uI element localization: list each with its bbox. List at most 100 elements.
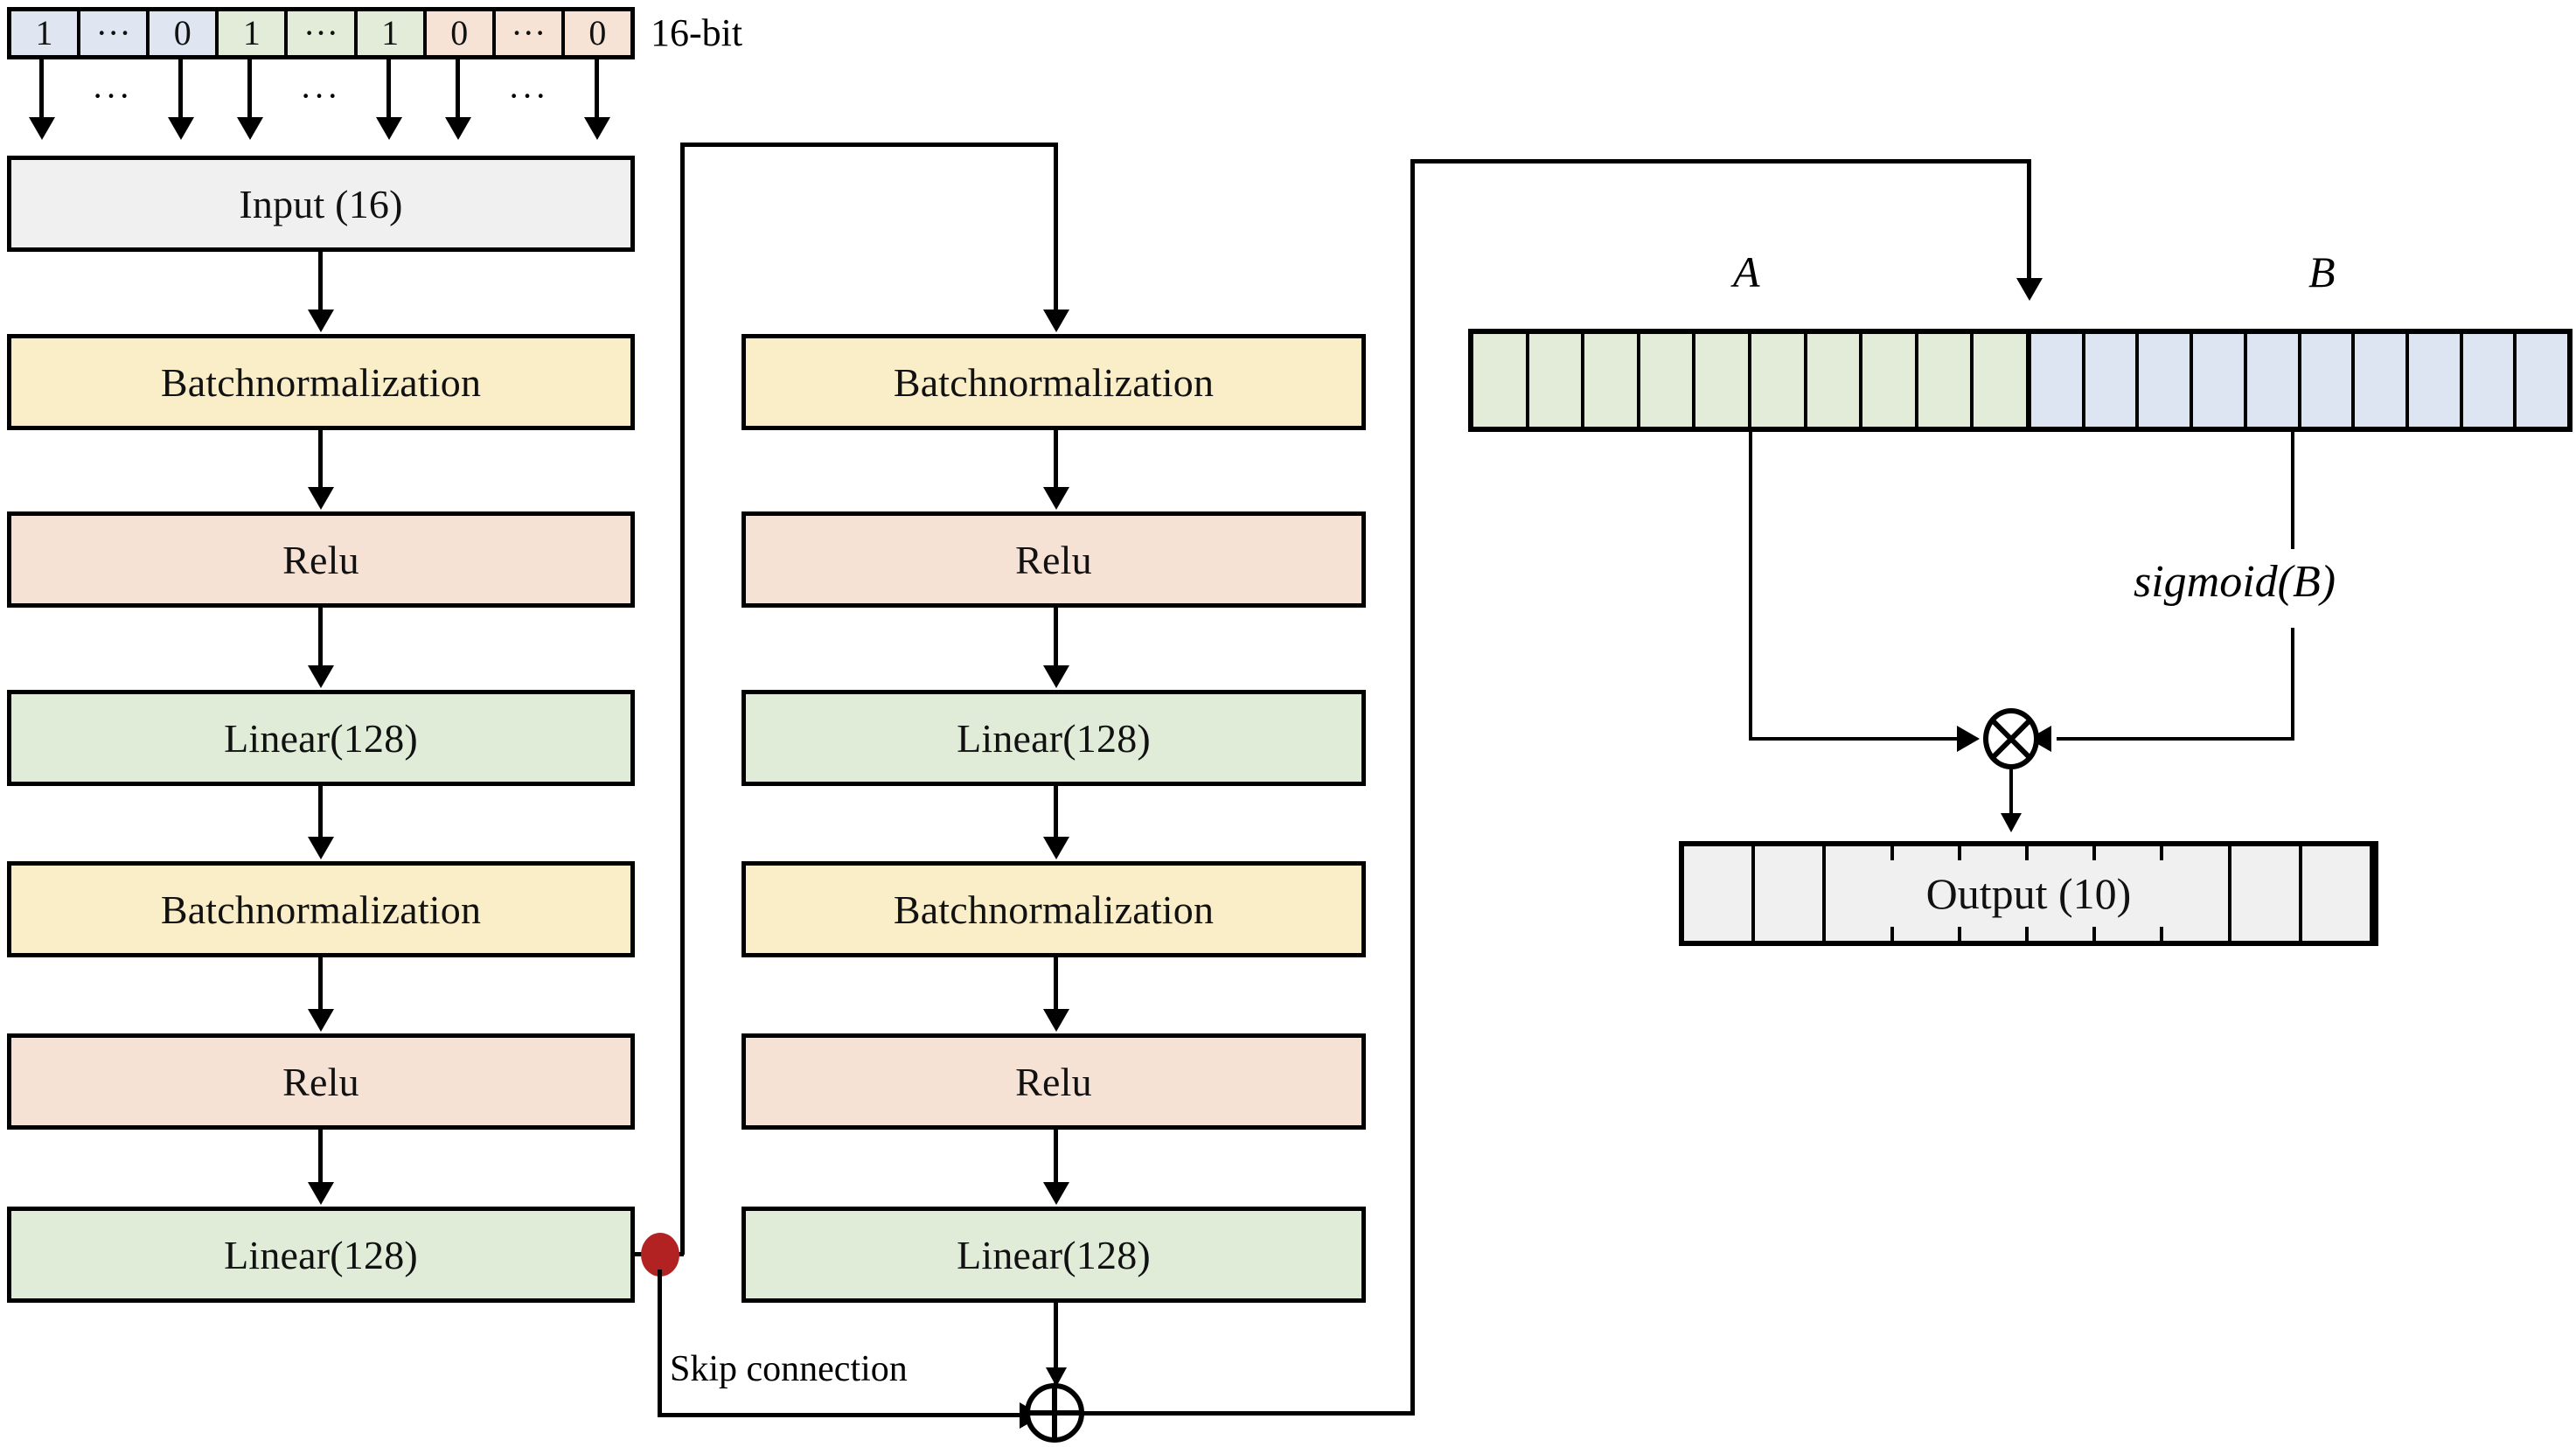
flow-arrow-head <box>308 310 334 332</box>
gate-vector-b <box>2026 329 2573 432</box>
b-branch-horizontal <box>2057 737 2294 741</box>
bit-arrow-head <box>29 117 55 140</box>
output-cell <box>2231 846 2303 941</box>
vector-cell-b <box>2301 334 2356 427</box>
vector-cell-b <box>2462 334 2517 427</box>
bit-arrow-line <box>386 59 391 122</box>
bit-cell: ··· <box>288 11 358 55</box>
skip-connection-label: Skip connection <box>670 1349 908 1389</box>
block-batchnorm-m1: Batchnormalization <box>741 334 1366 430</box>
vector-cell-a <box>1528 334 1585 427</box>
a-branch-line <box>1749 432 1752 740</box>
flow-arrow-head <box>308 665 334 688</box>
bit-arrow-line <box>178 59 183 122</box>
vector-cell-a <box>1751 334 1807 427</box>
plus-vertical-bar <box>1052 1388 1057 1437</box>
block-relu-l2: Relu <box>7 1033 635 1130</box>
b-branch-line-lower <box>2291 628 2294 740</box>
output-cell <box>2027 846 2096 941</box>
block-relu-l1: Relu <box>7 511 635 608</box>
block-linear128-l1: Linear(128) <box>7 690 635 786</box>
bit-input-strip: 1 ··· 0 1 ··· 1 0 ··· 0 <box>7 7 635 59</box>
flow-arrow-head <box>308 837 334 859</box>
output-cell <box>1755 846 1826 941</box>
block-relu-m2: Relu <box>741 1033 1366 1130</box>
gate-route-vertical <box>1410 159 1415 1416</box>
flow-arrow-head <box>308 487 334 510</box>
flow-arrow-line <box>318 608 323 667</box>
block-input-16: Input (16) <box>7 156 635 252</box>
bit-cell: 1 <box>357 11 427 55</box>
flow-arrow-line <box>318 430 323 490</box>
skip-line-horizontal <box>658 1413 1041 1417</box>
vector-cell-b <box>2139 334 2194 427</box>
gate-route-horizontal <box>1083 1411 1415 1416</box>
vector-cell-b <box>2355 334 2409 427</box>
flow-arrow-head <box>1046 1367 1067 1387</box>
b-branch-line-upper <box>2291 432 2294 549</box>
flow-arrow-line <box>318 957 323 1012</box>
vector-cell-a <box>1974 334 2026 427</box>
bit-cell: ··· <box>495 11 565 55</box>
flow-arrow-line <box>318 252 323 313</box>
block-linear128-l2: Linear(128) <box>7 1207 635 1303</box>
gate-route-into-vector <box>2027 159 2031 282</box>
output-cell <box>1684 846 1755 941</box>
block-batchnorm-l2: Batchnormalization <box>7 861 635 957</box>
bit-arrow-ellipsis: ··· <box>508 76 548 115</box>
gate-route-arrow-head <box>2016 278 2043 301</box>
output-route-line <box>2009 769 2013 829</box>
flow-arrow-head <box>308 1182 334 1205</box>
vector-cell-a <box>1695 334 1751 427</box>
vector-cell-a <box>1640 334 1696 427</box>
flow-arrow-line <box>318 786 323 838</box>
sigmoid-label: sigmoid(B) <box>2134 557 2336 607</box>
flow-arrow-head <box>1043 837 1069 859</box>
branch-arrow-head <box>1043 310 1069 332</box>
output-cell <box>1826 846 1895 941</box>
block-batchnorm-m2: Batchnormalization <box>741 861 1366 957</box>
vector-cell-a <box>1918 334 1974 427</box>
bit-arrow-ellipsis: ··· <box>300 76 340 115</box>
output-cell <box>2094 846 2163 941</box>
flow-arrow-head <box>1043 665 1069 688</box>
flow-arrow-head <box>1043 487 1069 510</box>
vector-cell-a <box>1584 334 1640 427</box>
skip-junction-dot <box>641 1233 679 1277</box>
multiply-operator <box>1983 708 2039 769</box>
output-cell <box>1892 846 1961 941</box>
bit-arrow-ellipsis: ··· <box>92 76 132 115</box>
bit-arrow-head <box>584 117 610 140</box>
flow-arrow-line <box>1054 430 1058 490</box>
vector-cell-a <box>1807 334 1863 427</box>
block-batchnorm-l1: Batchnormalization <box>7 334 635 430</box>
output-cell <box>2302 846 2373 941</box>
output-strip: Output (10) <box>1679 841 2378 946</box>
bit-arrow-line <box>39 59 44 122</box>
flow-arrow-line <box>1054 957 1058 1012</box>
bit-cell: 0 <box>150 11 219 55</box>
block-relu-m1: Relu <box>741 511 1366 608</box>
skip-line-vertical <box>658 1270 662 1416</box>
bit-arrow-head <box>376 117 402 140</box>
bit-cell: 1 <box>11 11 81 55</box>
block-linear128-m2: Linear(128) <box>741 1207 1366 1303</box>
vector-cell-a <box>1473 334 1529 427</box>
bit-cell: 0 <box>426 11 496 55</box>
flow-arrow-head <box>308 1009 334 1032</box>
gate-vector-a <box>1468 329 2031 432</box>
flow-arrow-line <box>1054 1130 1058 1184</box>
bit-arrow-head <box>445 117 471 140</box>
bit-width-label: 16-bit <box>651 11 743 54</box>
vector-cell-b <box>2246 334 2301 427</box>
flow-arrow-line <box>318 1130 323 1184</box>
a-branch-horizontal <box>1749 737 1973 741</box>
bit-cell: 0 <box>564 11 630 55</box>
bit-cell: 1 <box>219 11 289 55</box>
vector-cell-b <box>2085 334 2140 427</box>
bit-arrow-line <box>247 59 252 122</box>
vector-cell-b <box>2408 334 2463 427</box>
bit-cell: ··· <box>80 11 150 55</box>
output-cell <box>2162 846 2232 941</box>
